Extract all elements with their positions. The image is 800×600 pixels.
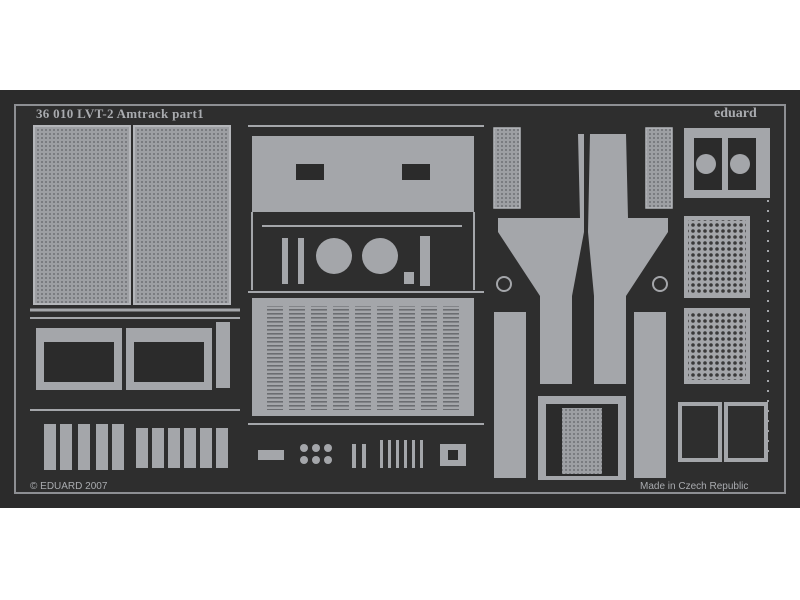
box-part [538,396,626,480]
side-bars [494,276,668,478]
light-parts [248,225,484,293]
small-brackets [44,424,228,470]
sheet-title: 36 010 LVT-2 Amtrack part1 [36,106,204,121]
mesh-strips [493,127,673,209]
brand-logo-text: eduard [714,106,757,121]
right-panels [678,128,770,462]
mesh-grille-left [30,125,240,312]
fender-parts [498,134,668,384]
origin-text: Made in Czech Republic [640,481,749,492]
rivet-parts [258,440,466,468]
cover-plate [248,125,484,290]
copyright-text: © EDUARD 2007 [30,481,108,492]
engine-deck-grille [248,298,484,425]
hatch-frames [30,317,240,411]
